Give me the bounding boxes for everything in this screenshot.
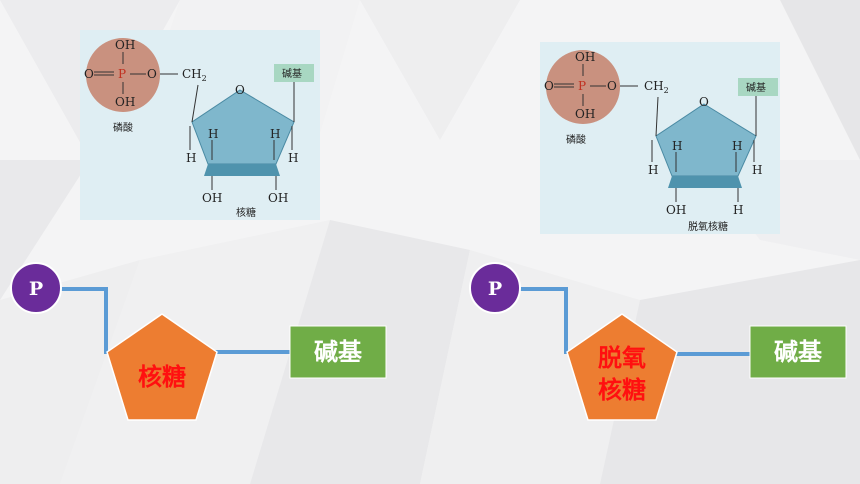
phosphate-circle <box>546 50 620 124</box>
base-label: 碱基 <box>314 337 363 366</box>
base-box <box>289 325 387 379</box>
base-tag <box>274 64 314 82</box>
phosphate-p: P <box>578 79 586 93</box>
h-right-inner: H <box>732 139 742 153</box>
phosphate-circle <box>86 38 160 112</box>
sugar-caption: 核糖 <box>236 206 256 219</box>
h-bottom-right: H <box>733 203 743 217</box>
phosphate-o-right: O <box>607 79 617 93</box>
oh-right: OH <box>268 191 288 205</box>
h-right-outer: H <box>752 163 762 177</box>
phosphate-sugar-connector <box>520 287 568 354</box>
phosphate-label: P <box>488 278 502 300</box>
phosphate-p: P <box>118 67 126 81</box>
deoxyribose-nucleotide-figure: OH O P O OH CH2 磷酸 O 碱基 H H H H OH H 脱氧核… <box>540 42 780 234</box>
sugar-pentagon <box>106 313 218 421</box>
base-label: 碱基 <box>774 337 823 366</box>
ribose-nucleotide-figure: OH O P O OH CH2 磷酸 O 碱基 H H H H OH OH 核糖 <box>80 30 320 220</box>
phosphate-circle <box>10 262 62 314</box>
phosphate-o-left: O <box>84 67 94 81</box>
phosphate-caption: 磷酸 <box>566 133 586 146</box>
base-box <box>749 325 847 379</box>
deoxyribonucleotide-schematic: P 脱氧 核糖 碱基 <box>469 262 847 421</box>
ring-oxygen: O <box>235 83 245 97</box>
sugar-pentagon <box>566 313 678 421</box>
ch2-label: CH2 <box>182 67 207 83</box>
phosphate-sugar-connector <box>60 287 108 354</box>
phosphate-o-right: O <box>147 67 157 81</box>
sugar-label-line1: 脱氧 <box>598 343 646 372</box>
phosphate-caption: 磷酸 <box>113 121 133 134</box>
phosphate-o-left: O <box>544 79 554 93</box>
ribonucleotide-schematic: P 核糖 碱基 <box>10 262 387 421</box>
ch2-label: CH2 <box>644 79 669 95</box>
phosphate-circle <box>469 262 521 314</box>
oh-left: OH <box>202 191 222 205</box>
h-right-inner: H <box>270 127 280 141</box>
h-right-outer: H <box>288 151 298 165</box>
phosphate-oh-bottom: OH <box>575 107 595 121</box>
h-left-outer: H <box>186 151 196 165</box>
sugar-caption: 脱氧核糖 <box>688 220 728 233</box>
phosphate-oh-top: OH <box>115 38 135 52</box>
phosphate-label: P <box>29 278 43 300</box>
base-tag-label: 碱基 <box>746 81 766 94</box>
base-tag <box>738 78 778 96</box>
sugar-label: 核糖 <box>138 362 186 391</box>
oh-left: OH <box>666 203 686 217</box>
ring-oxygen: O <box>699 95 709 109</box>
base-tag-label: 碱基 <box>282 67 302 80</box>
phosphate-oh-bottom: OH <box>115 95 135 109</box>
sugar-label-line2: 核糖 <box>598 375 646 404</box>
h-left-inner: H <box>208 127 218 141</box>
h-left-inner: H <box>672 139 682 153</box>
phosphate-oh-top: OH <box>575 50 595 64</box>
h-left-outer: H <box>648 163 658 177</box>
